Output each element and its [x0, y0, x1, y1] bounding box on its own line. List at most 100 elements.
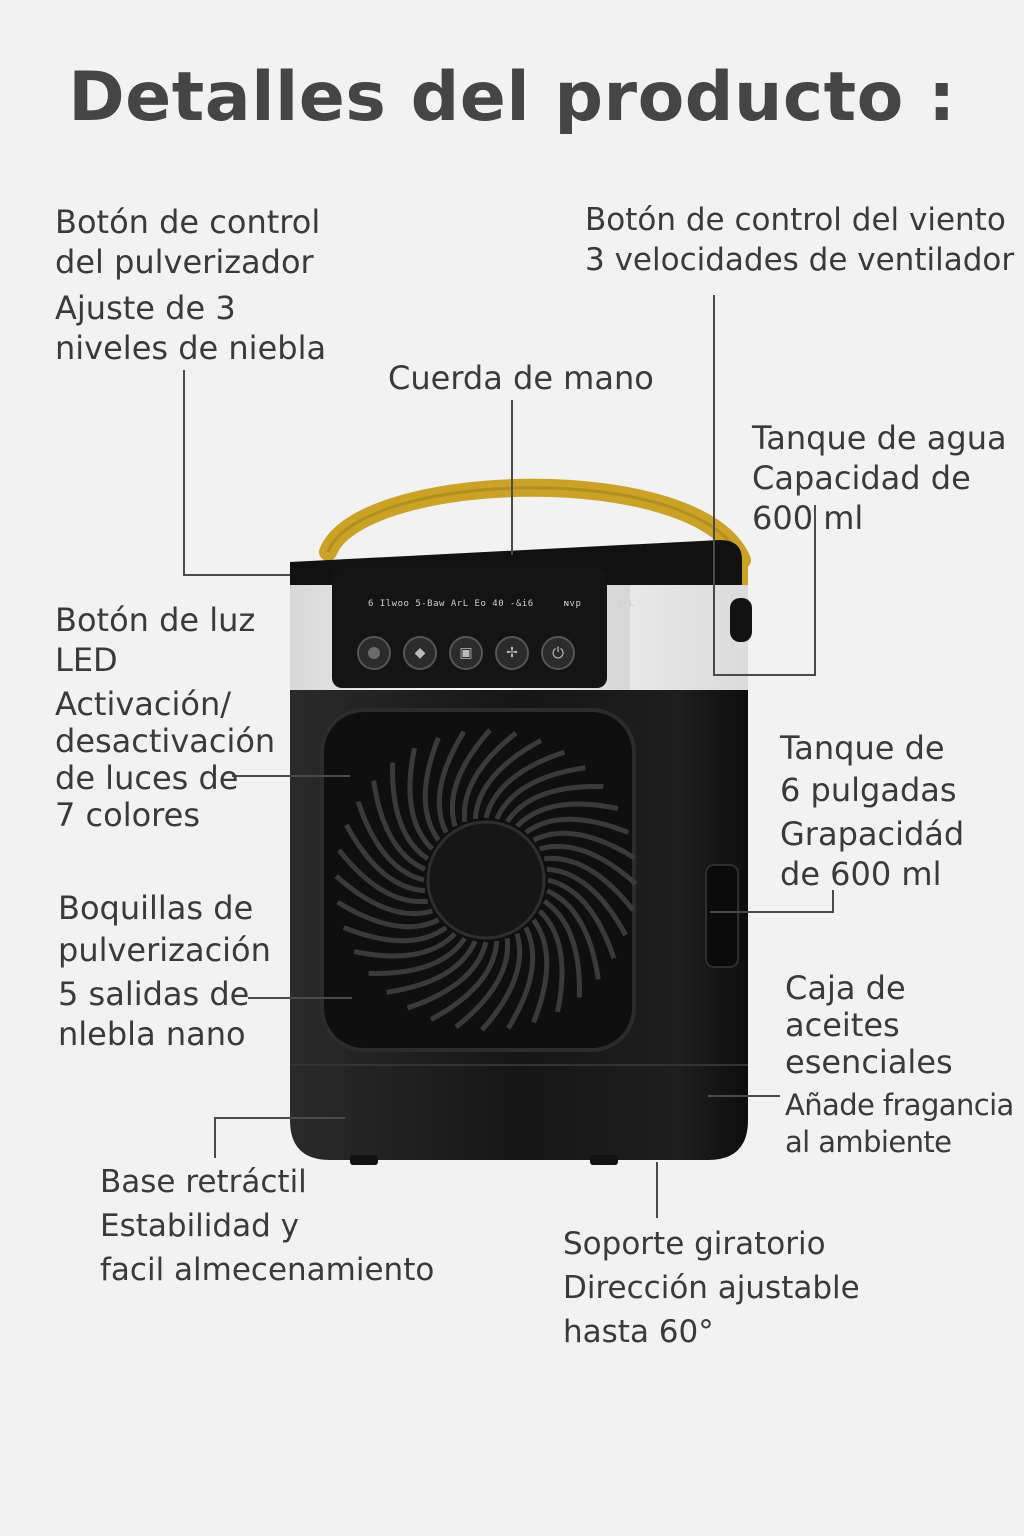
- callout-text: Botón de control del viento: [585, 202, 1006, 238]
- fan-blade: [449, 728, 492, 828]
- callout-text: Capacidad de: [752, 459, 971, 497]
- callout-text: Botón de control: [55, 203, 321, 241]
- fan-blade: [371, 780, 427, 872]
- callout-text: al ambiente: [785, 1125, 952, 1159]
- fan-blade: [429, 940, 500, 1022]
- water-drop-icon: ◆: [414, 645, 426, 661]
- fan-blade: [336, 900, 440, 930]
- power-toggle-icon: ⏻: [552, 644, 564, 662]
- callout-tank-6in: Tanque de 6 pulgadas Grapacidád de 600 m…: [780, 728, 964, 894]
- callout-spray-nozzles: Boquillas de pulverización 5 salidas de …: [58, 888, 271, 1054]
- callout-text: pulverización: [58, 931, 271, 969]
- callout-text: Boquillas de: [58, 889, 254, 927]
- callout-text: 5 salidas de: [58, 975, 250, 1013]
- fan-blade: [334, 874, 434, 917]
- callout-text: Grapacidád: [780, 815, 965, 853]
- fan-blade: [515, 801, 619, 829]
- fan-blade: [480, 932, 523, 1032]
- callout-text: Cuerda de mano: [388, 359, 654, 397]
- timer-button[interactable]: ⏻: [541, 636, 575, 670]
- fan-blades: [334, 728, 638, 1032]
- fan-blade: [407, 747, 435, 851]
- fan-blade: [524, 816, 630, 835]
- wind-button[interactable]: ✢: [495, 636, 529, 670]
- light-button[interactable]: ▣: [449, 636, 483, 670]
- callout-text: del pulverizador: [55, 243, 314, 281]
- fan-blade: [542, 899, 582, 998]
- fan-blade: [537, 909, 565, 1013]
- callout-text: aceites: [785, 1006, 900, 1044]
- fan-blade: [532, 830, 636, 860]
- callout-swivel: Soporte giratorio Dirección ajustable ha…: [563, 1222, 860, 1354]
- callout-text: esenciales: [785, 1043, 953, 1081]
- fan-blade: [546, 866, 628, 937]
- callout-text: hasta 60°: [563, 1314, 714, 1350]
- fan-blade: [368, 936, 467, 976]
- power-button[interactable]: [357, 636, 391, 670]
- callout-water-tank: Tanque de agua Capacidad de 600 ml: [752, 418, 1007, 538]
- callout-text: Activación/: [55, 685, 232, 723]
- fan-blade: [390, 762, 430, 861]
- panel-buttons: ◆ ▣ ✢ ⏻: [357, 636, 597, 674]
- fan-blade: [461, 731, 518, 823]
- panel-text-1: 6 Ilwoo 5-Baw ArL Eo 40 -&i6: [368, 599, 534, 609]
- callout-text: de 600 ml: [780, 855, 942, 893]
- callout-text: Botón de luz: [55, 601, 256, 639]
- fan-blade: [483, 749, 566, 819]
- callout-text: facil almecenamiento: [100, 1252, 435, 1288]
- callout-text: Dirección ajustable: [563, 1270, 860, 1306]
- panel-text: 6 Ilwoo 5-Baw ArL Eo 40 -&i6 ɴvp CFL: [368, 599, 635, 609]
- fan-blade: [422, 736, 441, 842]
- callout-spray-control: Botón de control del pulverizador Ajuste…: [55, 202, 326, 368]
- page-title: Detalles del producto :: [68, 58, 956, 137]
- callout-text: nlebla nano: [58, 1015, 246, 1053]
- callout-text: de luces de: [55, 759, 239, 797]
- fan-blade: [454, 937, 511, 1029]
- callout-text: LED: [55, 641, 118, 679]
- fan-blade: [505, 784, 604, 824]
- fan-blade: [543, 855, 635, 912]
- fan-blade: [472, 738, 543, 820]
- fan-blade: [531, 918, 550, 1024]
- fan-hub: [426, 820, 546, 940]
- fan-blade: [506, 926, 536, 1030]
- callout-text: 600 ml: [752, 499, 864, 537]
- fan-blade: [538, 843, 638, 886]
- fan-blade: [436, 730, 466, 834]
- fan-blade: [355, 800, 425, 883]
- fan-blade: [344, 823, 426, 894]
- callout-text: Caja de: [785, 969, 906, 1007]
- fan-blade: [342, 925, 448, 944]
- power-icon: [368, 647, 380, 659]
- callout-oil-box: Caja de aceites esenciales Añade fraganc…: [785, 970, 1014, 1161]
- callout-text: 6 pulgadas: [780, 771, 957, 809]
- callout-led-button: Botón de luz LED Activación/ desactivaci…: [55, 600, 275, 834]
- callout-text: desactivación: [55, 722, 276, 760]
- callout-text: Tanque de agua: [752, 419, 1007, 457]
- callout-base: Base retráctil Estabilidad y facil almec…: [100, 1160, 434, 1292]
- control-panel: [332, 568, 607, 688]
- fan-blade: [386, 939, 478, 995]
- callout-text: Tanque de: [780, 729, 945, 767]
- fan-blade: [406, 941, 489, 1011]
- callout-text: niveles de niebla: [55, 329, 327, 367]
- callout-hand-strap: Cuerda de mano: [388, 358, 654, 398]
- callout-text: Base retráctil: [100, 1164, 307, 1200]
- fan-blade: [547, 877, 617, 960]
- fan-blade: [494, 765, 586, 821]
- callout-text: 7 colores: [55, 796, 200, 834]
- callout-text: Ajuste de 3: [55, 289, 236, 327]
- panel-text-2: ɴvp: [563, 599, 582, 609]
- fan-blade: [337, 848, 429, 905]
- callout-wind-control: Botón de control del viento 3 velocidade…: [585, 200, 1014, 280]
- panel-text-3: CFL: [617, 599, 636, 609]
- fan-blade: [545, 888, 601, 980]
- mist-button[interactable]: ◆: [403, 636, 437, 670]
- oil-box: [705, 864, 739, 968]
- callout-text: Soporte giratorio: [563, 1226, 826, 1262]
- fan-blade: [353, 931, 457, 959]
- callout-text: 3 velocidades de ventilador: [585, 242, 1015, 278]
- fan-icon: ✢: [506, 645, 518, 661]
- lock-icon: ▣: [459, 645, 473, 661]
